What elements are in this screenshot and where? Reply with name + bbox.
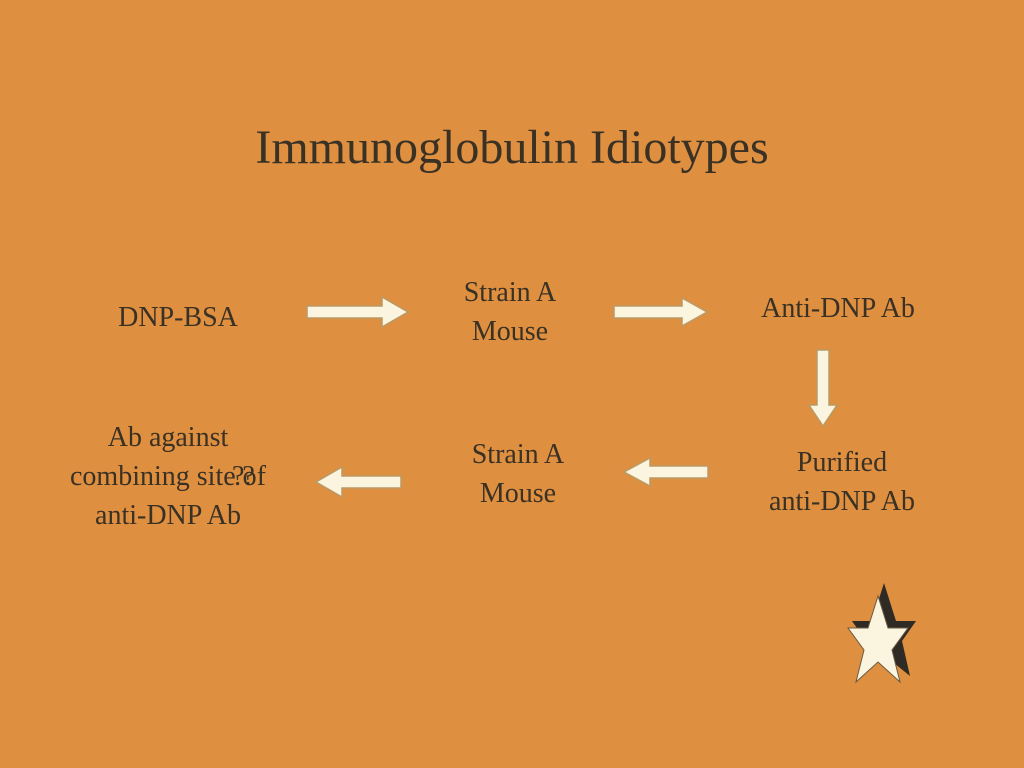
node-purified-line-1: Purified xyxy=(796,447,888,478)
node-mouse-2-line-2: Mouse xyxy=(479,478,557,510)
slide-title: Immunoglobulin Idiotypes xyxy=(255,121,769,174)
node-dnp-bsa-label: DNP-BSA xyxy=(118,302,238,333)
arrow-left-icon xyxy=(314,465,402,499)
node-purified-anti-dnp-ab: Purified anti-DNP Ab xyxy=(742,443,942,521)
arrow-right-icon xyxy=(613,296,709,328)
node-ab-against-line-2: combining site of xyxy=(70,461,266,493)
node-ab-against-line-1: Ab against xyxy=(107,422,229,453)
node-strain-a-mouse-1: Strain A Mouse xyxy=(420,273,600,351)
question-mark-annotation: ?? xyxy=(232,461,255,492)
node-purified-line-2: anti-DNP Ab xyxy=(769,486,915,518)
node-mouse-1-line-1: Strain A xyxy=(463,277,557,308)
node-mouse-2-line-1: Strain A xyxy=(471,439,565,470)
arrow-down-icon xyxy=(807,349,839,428)
star-icon xyxy=(847,583,916,684)
node-strain-a-mouse-2: Strain A Mouse xyxy=(428,435,608,513)
node-anti-dnp-label: Anti-DNP Ab xyxy=(761,293,915,324)
arrow-right-icon xyxy=(306,295,410,329)
node-ab-against-line-3: anti-DNP Ab xyxy=(95,500,241,532)
node-ab-against-combining-site: Ab against combining site of anti-DNP Ab xyxy=(40,418,296,536)
arrow-left-icon xyxy=(622,456,709,488)
node-dnp-bsa: DNP-BSA xyxy=(88,298,268,337)
node-anti-dnp-ab: Anti-DNP Ab xyxy=(732,289,944,328)
node-mouse-1-line-2: Mouse xyxy=(471,316,549,348)
